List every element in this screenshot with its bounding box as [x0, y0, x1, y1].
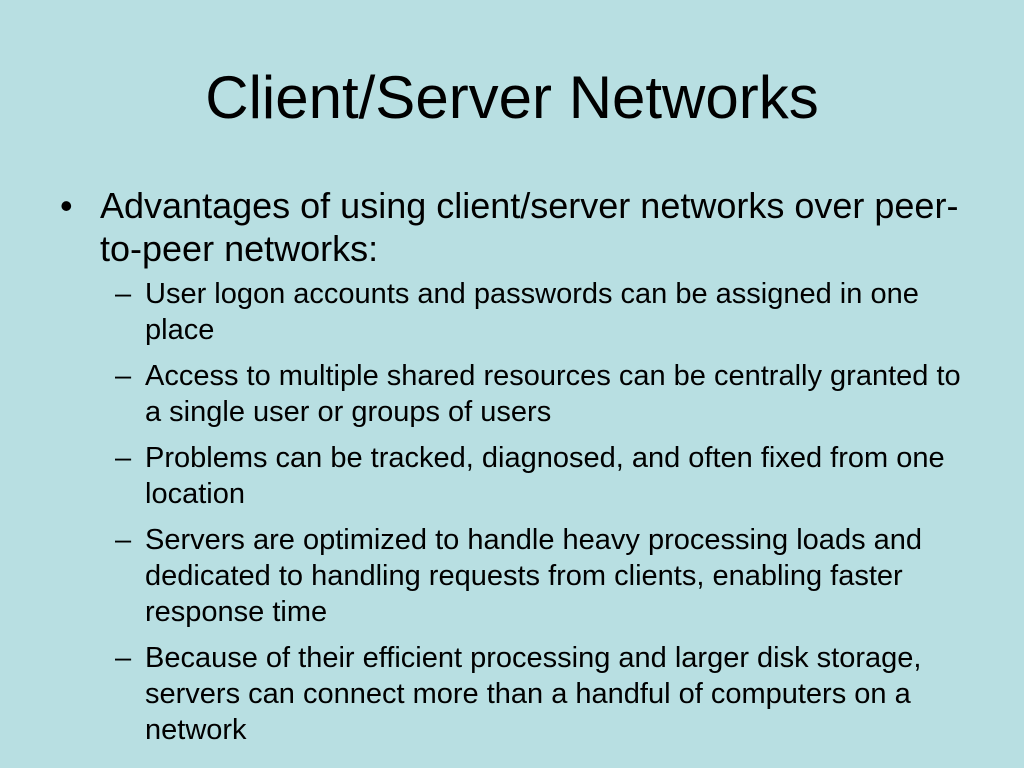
slide-title: Client/Server Networks [205, 64, 819, 131]
dash-marker: – [115, 442, 132, 474]
dash-marker: – [115, 642, 132, 674]
sub-bullet-item: – Servers are optimized to handle heavy … [56, 522, 976, 630]
sub-bullet-text: User logon accounts and passwords can be… [145, 278, 919, 346]
sub-bullet-text: Access to multiple shared resources can … [145, 360, 961, 428]
sub-bullet-item: – Access to multiple shared resources ca… [56, 358, 976, 430]
sub-bullet-item: – Because of their efficient processing … [56, 640, 976, 748]
bullet-marker: • [60, 185, 73, 226]
main-bullet: • Advantages of using client/server netw… [56, 184, 976, 270]
slide-content: • Advantages of using client/server netw… [56, 184, 976, 758]
main-bullet-text: Advantages of using client/server networ… [100, 185, 959, 269]
dash-marker: – [115, 360, 132, 392]
sub-bullet-text: Problems can be tracked, diagnosed, and … [145, 442, 945, 510]
dash-marker: – [115, 524, 132, 556]
sub-bullet-item: – Problems can be tracked, diagnosed, an… [56, 440, 976, 512]
sub-bullet-item: – User logon accounts and passwords can … [56, 276, 976, 348]
sub-bullet-list: – User logon accounts and passwords can … [56, 276, 976, 748]
sub-bullet-text: Servers are optimized to handle heavy pr… [145, 524, 923, 628]
sub-bullet-text: Because of their efficient processing an… [145, 642, 922, 746]
dash-marker: – [115, 278, 132, 310]
